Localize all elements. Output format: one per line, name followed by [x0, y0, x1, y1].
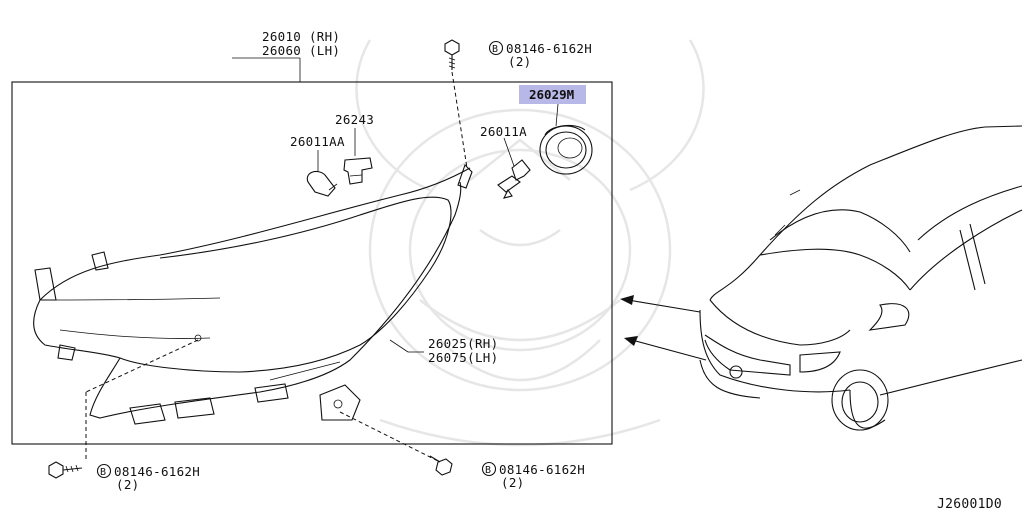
socket-part-number[interactable]: 26243: [335, 112, 374, 127]
main-bulb-part-number[interactable]: 26011A: [480, 124, 527, 139]
side-bulb-part-number[interactable]: 26011AA: [290, 134, 345, 149]
cap-leader: [555, 103, 559, 127]
frame-label-rh: 26010 (RH): [262, 29, 340, 44]
bottom-right-bolt-icon: [429, 455, 453, 476]
diagram-code: J26001D0: [937, 497, 1002, 511]
bulb-socket-icon: [343, 157, 373, 185]
top-bolt-circle-letter: B: [492, 44, 498, 55]
main-bulb-icon: [497, 159, 531, 199]
bottom-right-bolt-qty: (2): [501, 475, 524, 490]
screw-hole: [194, 334, 202, 342]
frame-label-lh: 26060 (LH): [262, 43, 340, 58]
cap-part-number[interactable]: 26029M: [529, 87, 574, 102]
bottom-left-bolt-circle-letter: B: [100, 467, 106, 478]
bottom-left-bolt-part: 08146-6162H: [114, 464, 200, 479]
top-bolt-qty: (2): [508, 54, 531, 69]
side-bulb-icon: [306, 170, 338, 197]
lens-leader: [389, 339, 409, 353]
location-arrows: [620, 295, 707, 361]
assembly-frame: [11, 81, 613, 445]
top-bolt-part: 08146-6162H: [506, 41, 592, 56]
right-bolt-dashline: [339, 411, 441, 463]
lower-dashline-1: [85, 339, 199, 393]
bottom-left-bolt-icon: [48, 461, 83, 479]
vehicle-illustration: [699, 125, 1023, 431]
top-bolt-circle: [488, 40, 504, 56]
dust-cap-icon: [539, 124, 593, 175]
top-bolt-dashline: [451, 71, 468, 169]
top-bolt-icon: [444, 39, 460, 70]
lens-part-number-lh[interactable]: 26075(LH): [428, 350, 498, 365]
bottom-right-bolt-part: 08146-6162H: [499, 462, 585, 477]
headlamp-housing: [33, 163, 473, 425]
watermark-emblem: [355, 39, 705, 447]
bottom-left-bolt-circle: [96, 463, 112, 479]
bottom-left-bolt-qty: (2): [116, 477, 139, 492]
bottom-right-bolt-circle-letter: B: [485, 465, 491, 476]
main-bulb-leader: [503, 137, 515, 167]
bottom-right-bolt-circle: [481, 461, 497, 477]
lens-part-number-rh[interactable]: 26025(RH): [428, 336, 498, 351]
cap-part-highlight: [519, 85, 586, 104]
